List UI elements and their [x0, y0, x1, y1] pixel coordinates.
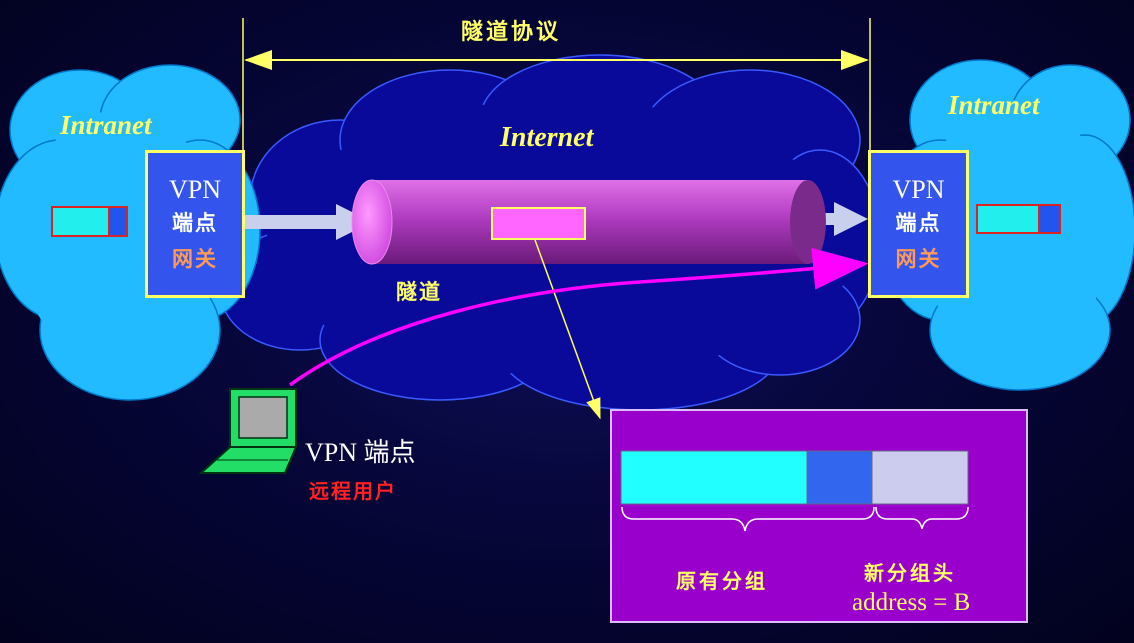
tunnel-packet	[491, 207, 586, 240]
left-vpn-gateway: VPN 端点 网关	[145, 150, 245, 298]
right-local-packet	[976, 204, 1061, 234]
left-gateway-endpoint-text: 端点	[172, 211, 218, 235]
remote-connection-arrow	[288, 247, 869, 387]
new-header-segment	[871, 450, 969, 505]
laptop-icon	[198, 388, 298, 474]
original-group-label: 原有分组	[676, 569, 768, 593]
new-header-brace	[875, 506, 969, 530]
remote-vpn-endpoint-label: VPN 端点	[305, 438, 416, 467]
remote-user-label: 远程用户	[309, 479, 397, 503]
original-group-brace	[621, 506, 875, 532]
tunnel-tube	[351, 179, 826, 265]
packet-detail-box: 原有分组 新分组头 address = B	[610, 409, 1028, 623]
tunnel-protocol-label: 隧道协议	[461, 20, 562, 45]
packet-detail-pointer	[534, 239, 601, 420]
left-local-packet	[51, 206, 128, 237]
left-gateway-vpn-text: VPN	[168, 175, 221, 204]
original-data-segment	[620, 450, 808, 505]
left-intranet-label: Intranet	[60, 110, 152, 140]
right-intranet-label: Intranet	[948, 90, 1040, 120]
original-header-segment	[806, 450, 873, 505]
new-header-label: 新分组头	[864, 561, 956, 585]
right-gateway-gateway-text: 网关	[895, 247, 942, 271]
packet-structure	[620, 450, 969, 532]
right-gateway-vpn-text: VPN	[892, 175, 945, 204]
internet-label: Internet	[500, 122, 594, 153]
address-label: address = B	[852, 589, 971, 616]
tunnel-label: 隧道	[396, 280, 442, 304]
left-gateway-gateway-text: 网关	[172, 247, 218, 271]
right-gateway-endpoint-text: 端点	[895, 211, 942, 235]
right-vpn-gateway: VPN 端点 网关	[868, 150, 969, 298]
